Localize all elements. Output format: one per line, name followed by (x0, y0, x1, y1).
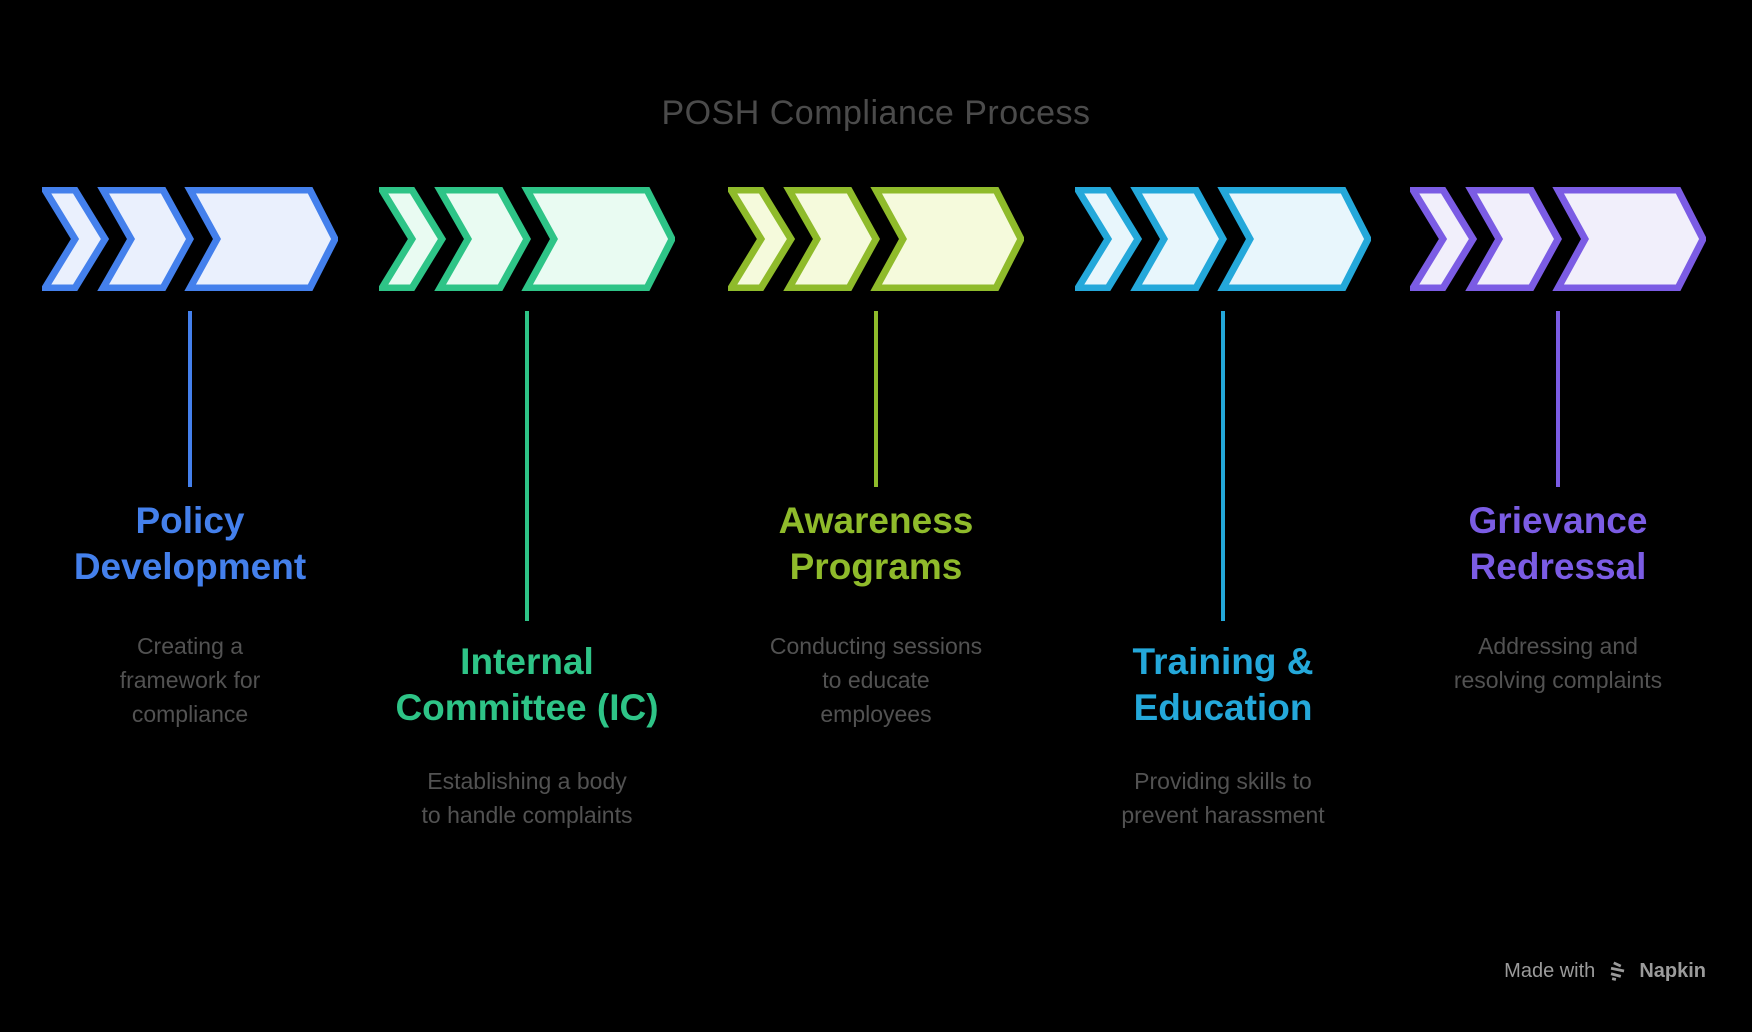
step-policy-development: Policy Development Creating a framework … (42, 0, 338, 1032)
connector-line (874, 311, 878, 487)
step-title: Policy Development (73, 500, 307, 587)
connector-line (1556, 311, 1560, 487)
chevron-arrows-icon (728, 187, 1024, 291)
chevron-arrows-icon (379, 187, 675, 291)
connector-line (188, 311, 192, 487)
step-internal-committee: Internal Committee (IC) Establishing a b… (379, 0, 675, 1032)
step-title: Training & Education (1132, 641, 1314, 728)
chevron-arrows-icon (1410, 187, 1706, 291)
connector-line (525, 311, 529, 621)
step-description: Creating a framework for compliance (119, 633, 261, 727)
napkin-logo-icon (1610, 961, 1625, 981)
napkin-brand-label: Napkin (1639, 959, 1706, 982)
chevron-arrows-icon (1075, 187, 1371, 291)
step-title: Grievance Redressal (1468, 500, 1648, 587)
made-with-napkin-link[interactable]: Made with Napkin (1504, 958, 1706, 984)
step-awareness-programs: Awareness Programs Conducting sessions t… (728, 0, 1024, 1032)
page-title: POSH Compliance Process (661, 94, 1091, 132)
step-training-education: Training & Education Providing skills to… (1075, 0, 1371, 1032)
step-grievance-redressal: Grievance Redressal Addressing and resol… (1410, 0, 1706, 1032)
step-description: Conducting sessions to educate employees (769, 633, 983, 727)
chevron-arrows-icon (42, 187, 338, 291)
made-with-label: Made with (1504, 959, 1596, 982)
step-title: Internal Committee (IC) (395, 641, 659, 728)
step-description: Providing skills to prevent harassment (1121, 768, 1325, 828)
step-description: Addressing and resolving complaints (1453, 633, 1663, 693)
step-description: Establishing a body to handle complaints (421, 768, 633, 828)
connector-line (1221, 311, 1225, 621)
step-title: Awareness Programs (778, 500, 974, 587)
